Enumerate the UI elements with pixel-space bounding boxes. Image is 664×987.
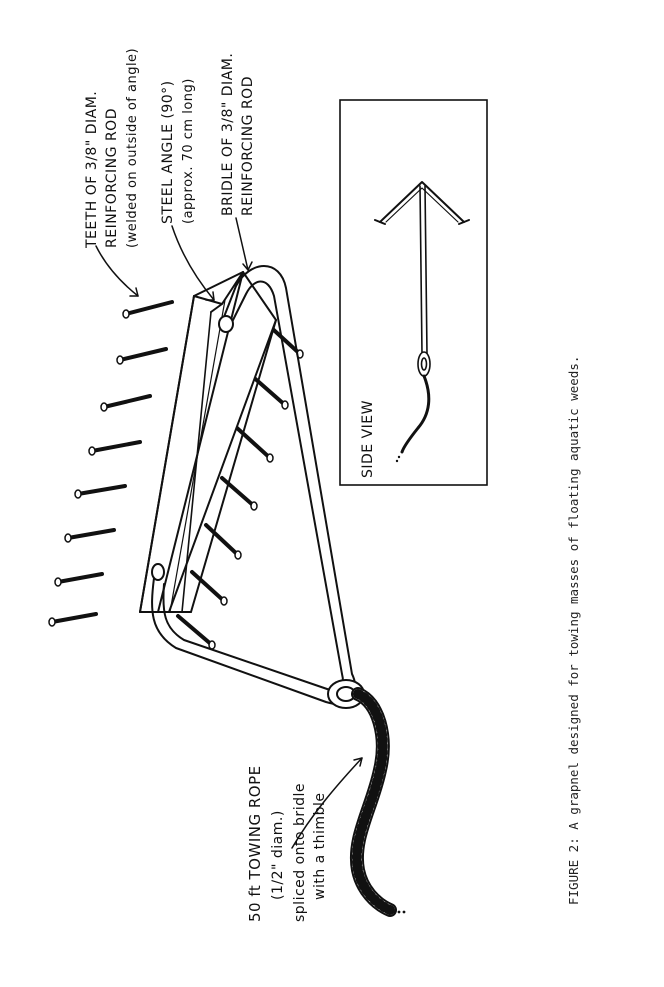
label-teeth-line3: (welded on outside of angle) <box>125 48 140 248</box>
figure-caption: FIGURE 2: A grapnel designed for towing … <box>566 356 581 905</box>
label-angle: STEEL ANGLE (90°) (approx. 70 cm long) <box>160 78 196 224</box>
label-rope-line4: with a thimble <box>312 793 328 900</box>
label-rope-line3: spliced onto bridle <box>292 783 308 922</box>
label-rope-line2: (1/2" diam.) <box>270 810 286 900</box>
label-bridle-line1: BRIDLE OF 3/8" DIAM. <box>220 53 236 216</box>
label-rope-line1: 50 ft TOWING ROPE <box>246 765 264 922</box>
label-teeth-line1: TEETH OF 3/8" DIAM. <box>84 91 100 249</box>
label-bridle: BRIDLE OF 3/8" DIAM. REINFORCING ROD <box>220 53 256 216</box>
outer-teeth-ends <box>48 309 130 627</box>
side-view-panel: SIDE VIEW <box>339 99 488 486</box>
side-view-sketch <box>374 181 470 463</box>
caption-text: FIGURE 2: A grapnel designed for towing … <box>566 356 581 905</box>
towing-rope <box>349 687 406 917</box>
grapnel-drawing <box>48 217 406 917</box>
label-angle-line1: STEEL ANGLE (90°) <box>160 80 176 224</box>
label-teeth-line2: REINFORCING ROD <box>104 108 120 248</box>
label-angle-line2: (approx. 70 cm long) <box>181 78 196 224</box>
label-bridle-line2: REINFORCING ROD <box>240 76 256 216</box>
label-teeth: TEETH OF 3/8" DIAM. REINFORCING ROD (wel… <box>84 48 140 249</box>
thimble <box>327 679 365 709</box>
label-rope: 50 ft TOWING ROPE (1/2" diam.) spliced o… <box>246 765 328 922</box>
leader-lines <box>95 217 363 849</box>
side-view-label: SIDE VIEW <box>360 400 376 478</box>
steel-angle <box>139 271 277 613</box>
outer-teeth <box>50 300 174 624</box>
